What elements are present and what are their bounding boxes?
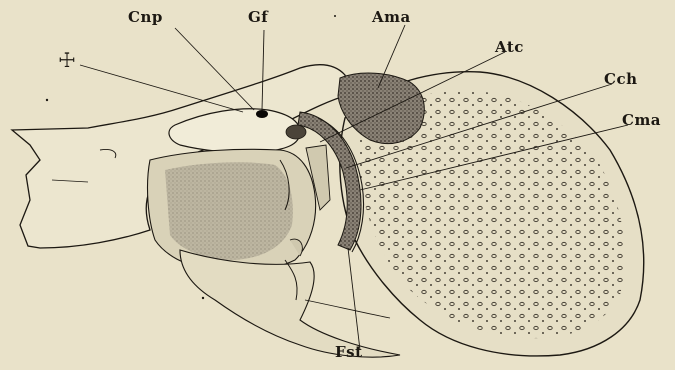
label-cch: Cch [604,72,637,87]
cross-marker: ☩ [58,50,76,70]
label-cnp: Cnp [128,10,163,25]
label-fst: Fst [335,345,363,360]
label-cma: Cma [622,113,661,128]
gf-dot [256,110,268,118]
label-ama: Ama [372,10,411,25]
label-atc: Atc [495,40,524,55]
lower-jaw [180,250,400,357]
label-gf: Gf [248,10,268,25]
